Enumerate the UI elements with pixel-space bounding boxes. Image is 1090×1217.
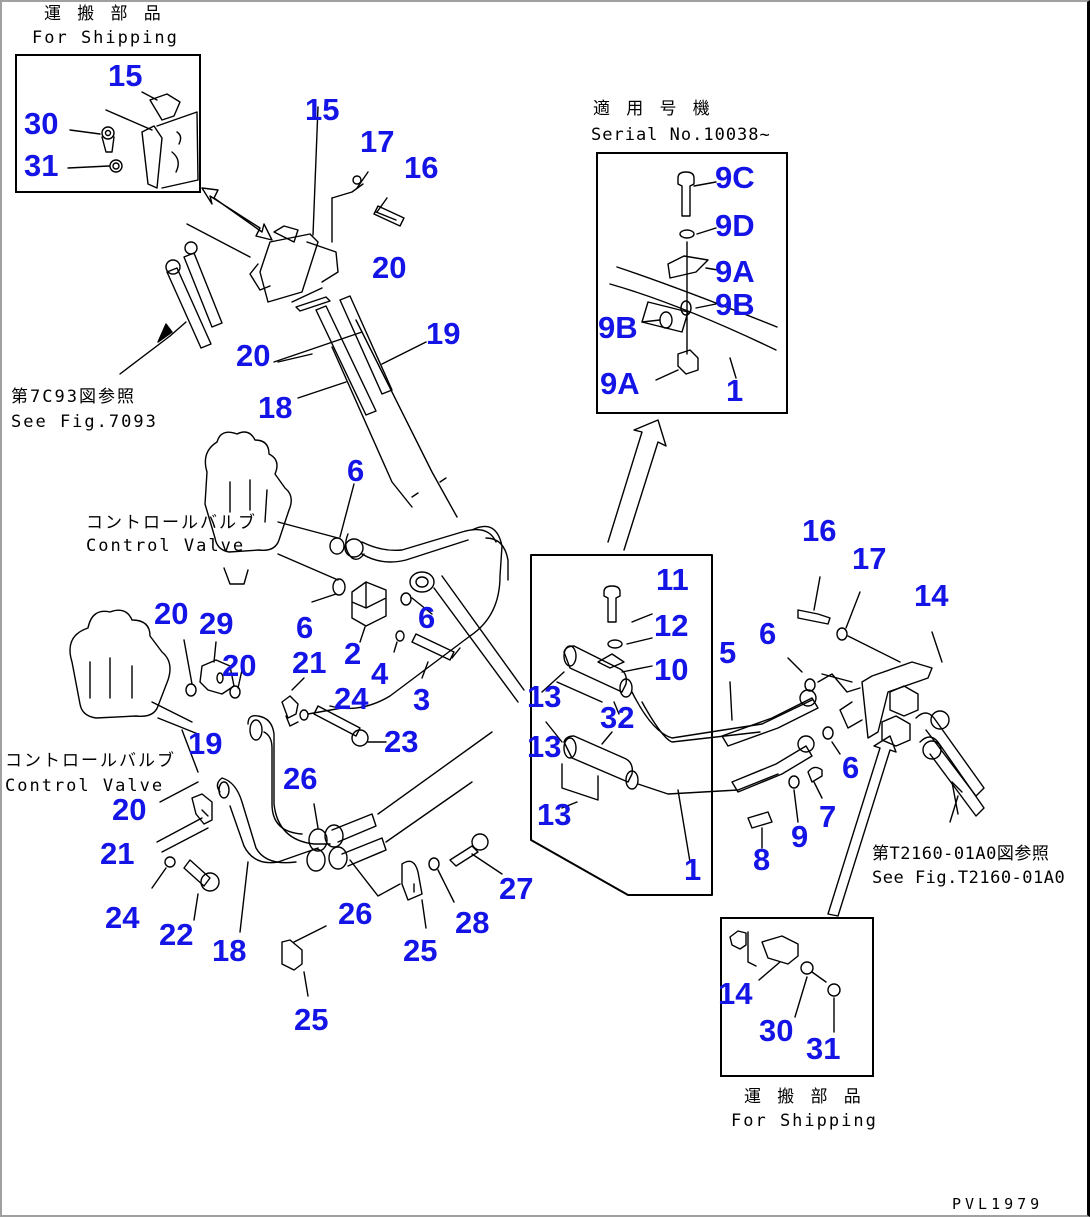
control-valve-lower-drawing (69, 609, 199, 773)
callout-part-20[interactable]: 20 (222, 648, 257, 683)
callout-part-13[interactable]: 13 (527, 729, 562, 764)
bracket-14-drawing (821, 631, 985, 817)
callout-part-6[interactable]: 6 (759, 616, 777, 651)
caption-see-fig-t2160-en: See Fig.T2160-01A0 (872, 868, 1066, 888)
callout-part-29[interactable]: 29 (199, 606, 234, 641)
callout-part-20[interactable]: 20 (154, 596, 189, 631)
callout-part-9a[interactable]: 9A (715, 254, 755, 289)
callout-part-21[interactable]: 21 (292, 645, 327, 680)
callout-part-19[interactable]: 19 (426, 316, 461, 351)
callout-part-1[interactable]: 1 (726, 373, 744, 408)
callout-part-6[interactable]: 6 (842, 750, 860, 785)
callout-part-13[interactable]: 13 (537, 797, 572, 832)
callout-part-9[interactable]: 9 (791, 819, 809, 854)
inset-box-shipping-bottom (720, 917, 874, 1077)
callout-part-11[interactable]: 11 (656, 562, 689, 597)
callout-part-1[interactable]: 1 (684, 852, 702, 887)
callout-part-16[interactable]: 16 (802, 513, 837, 548)
caption-serial-en: Serial No.10038~ (591, 125, 771, 145)
callout-part-9c[interactable]: 9C (715, 160, 755, 195)
callout-part-20[interactable]: 20 (236, 338, 271, 373)
callout-part-19[interactable]: 19 (188, 726, 223, 761)
callout-part-18[interactable]: 18 (212, 933, 247, 968)
caption-shipping-top-en: For Shipping (32, 28, 179, 48)
callout-part-4[interactable]: 4 (371, 656, 389, 691)
caption-shipping-bottom-en: For Shipping (731, 1111, 878, 1131)
callout-part-6[interactable]: 6 (296, 610, 314, 645)
callout-part-20[interactable]: 20 (372, 250, 407, 285)
callout-part-17[interactable]: 17 (852, 541, 887, 576)
callout-part-26[interactable]: 26 (283, 761, 318, 796)
callout-part-7[interactable]: 7 (819, 799, 837, 834)
clamp-inset-drawing (609, 171, 778, 381)
bracket-inset-bottom-drawing (729, 930, 841, 1033)
callout-part-2[interactable]: 2 (344, 636, 362, 671)
callout-part-21[interactable]: 21 (100, 836, 135, 871)
caption-control-valve-lower-en: Control Valve (5, 776, 165, 796)
callout-part-22[interactable]: 22 (159, 917, 194, 952)
callout-part-13[interactable]: 13 (527, 679, 562, 714)
caption-shipping-bottom-jp: 運 搬 部 品 (744, 1087, 864, 1107)
bracket-15-drawing (249, 106, 405, 312)
callout-part-10[interactable]: 10 (654, 652, 689, 687)
callout-part-14[interactable]: 14 (914, 578, 949, 613)
callout-part-25[interactable]: 25 (294, 1002, 329, 1037)
inset-box-shipping-top (15, 54, 201, 193)
caption-shipping-top-jp: 運 搬 部 品 (44, 4, 164, 24)
callout-part-25[interactable]: 25 (403, 933, 438, 968)
callout-part-32[interactable]: 32 (600, 700, 635, 735)
callout-part-17[interactable]: 17 (360, 124, 395, 159)
callout-part-15[interactable]: 15 (108, 58, 143, 93)
callout-part-27[interactable]: 27 (499, 871, 534, 906)
figure-id: PVL1979 (952, 1195, 1044, 1213)
callout-part-20[interactable]: 20 (112, 792, 147, 827)
bracket-inset-drawing (67, 91, 199, 189)
callout-part-14[interactable]: 14 (718, 976, 753, 1011)
callout-part-28[interactable]: 28 (455, 905, 490, 940)
callout-part-6[interactable]: 6 (418, 600, 436, 635)
callout-part-6[interactable]: 6 (347, 453, 365, 488)
callout-part-3[interactable]: 3 (413, 682, 431, 717)
callout-part-9b[interactable]: 9B (598, 310, 638, 345)
callout-part-24[interactable]: 24 (334, 681, 369, 716)
callout-part-23[interactable]: 23 (384, 724, 419, 759)
callout-part-8[interactable]: 8 (753, 842, 771, 877)
callout-part-9a[interactable]: 9A (600, 366, 640, 401)
callout-part-31[interactable]: 31 (24, 148, 59, 183)
caption-control-valve-lower-jp: コントロールバルブ (5, 751, 176, 771)
callout-part-12[interactable]: 12 (654, 608, 689, 643)
caption-see-fig-7093-en: See Fig.7093 (11, 412, 158, 432)
callout-part-15[interactable]: 15 (305, 92, 340, 127)
callout-part-24[interactable]: 24 (105, 900, 140, 935)
callout-part-18[interactable]: 18 (258, 390, 293, 425)
caption-control-valve-upper-jp: コントロールバルブ (86, 513, 257, 533)
caption-control-valve-upper-en: Control Valve (86, 536, 246, 556)
control-valve-upper-drawing (204, 431, 355, 603)
callout-part-26[interactable]: 26 (338, 896, 373, 931)
callout-part-5[interactable]: 5 (719, 635, 737, 670)
inset-box-serial (596, 152, 788, 414)
callout-part-9d[interactable]: 9D (715, 208, 755, 243)
caption-serial-jp: 適 用 号 機 (593, 99, 713, 119)
caption-see-fig-t2160-jp: 第T2160-01A0図参照 (872, 844, 1050, 864)
callout-part-30[interactable]: 30 (759, 1013, 794, 1048)
callout-part-31[interactable]: 31 (806, 1031, 841, 1066)
callout-part-16[interactable]: 16 (404, 150, 439, 185)
callout-part-30[interactable]: 30 (24, 106, 59, 141)
caption-see-fig-7093-jp: 第7C93図参照 (11, 387, 136, 407)
callout-part-9b[interactable]: 9B (715, 287, 755, 322)
